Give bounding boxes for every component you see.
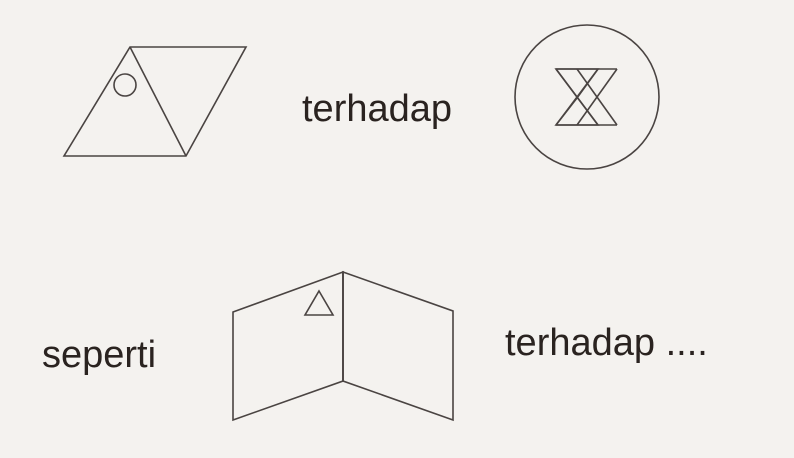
folded-card-figure <box>232 270 454 422</box>
parallelogram-figure <box>62 46 248 157</box>
hourglass-right-diag-2 <box>576 68 618 126</box>
parallelogram-diagonal <box>129 46 187 157</box>
circle-figure <box>514 24 660 170</box>
outer-circle <box>514 24 660 170</box>
row1-word: terhadap <box>302 88 453 130</box>
hourglass-left-diag-2 <box>555 68 599 126</box>
card-right-panel <box>342 270 454 422</box>
row2-right-word: terhadap .... <box>505 322 708 364</box>
small-circle <box>113 73 137 97</box>
small-triangle <box>303 289 335 316</box>
parallelogram-shape <box>62 46 248 157</box>
card-left-panel <box>232 270 344 422</box>
row2-left-word: seperti <box>42 334 157 376</box>
